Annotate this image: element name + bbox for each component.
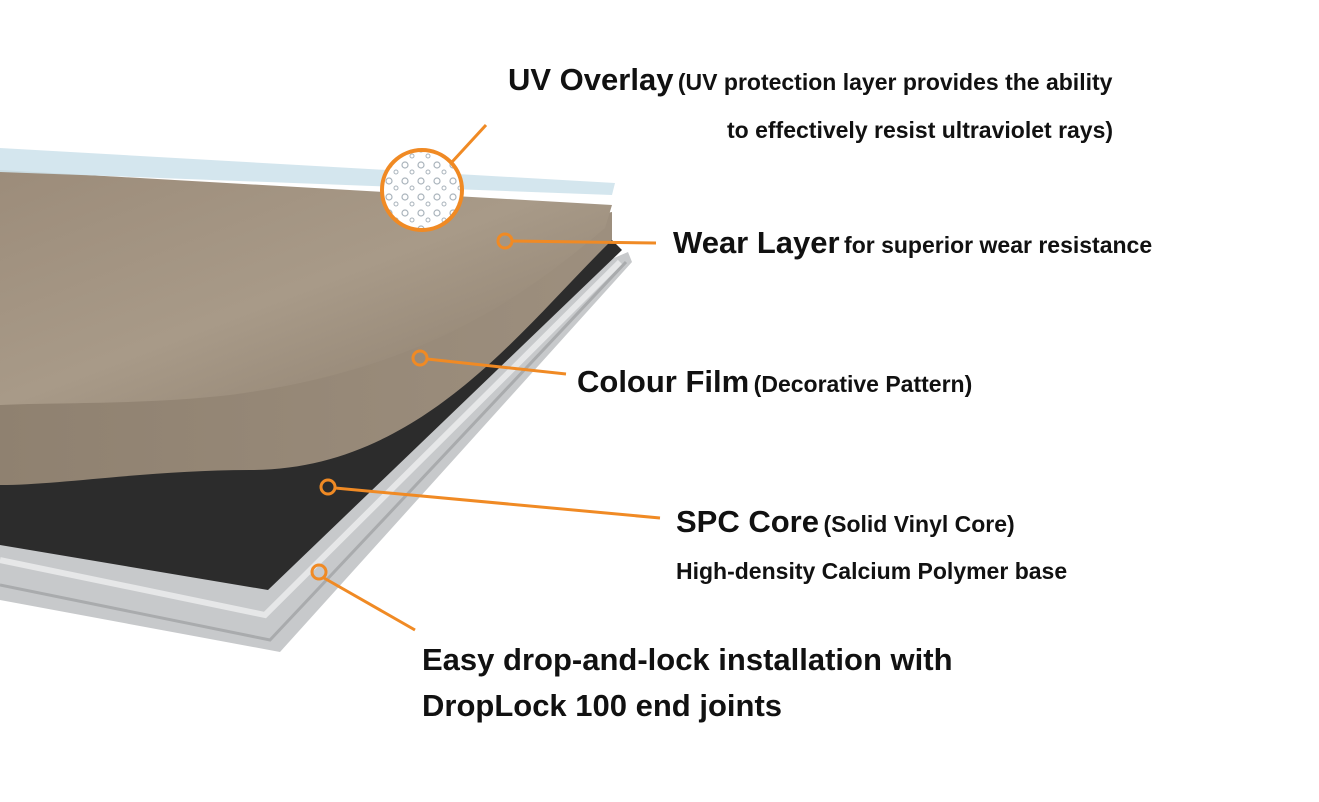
colour-film-desc: (Decorative Pattern) — [753, 371, 973, 397]
installation-line-1: Easy drop-and-lock installation with — [422, 642, 953, 677]
wear-layer — [0, 170, 612, 405]
leader-lines — [310, 123, 661, 632]
uv-magnifier-icon — [380, 148, 464, 232]
spc-core-desc: (Solid Vinyl Core) — [823, 511, 1015, 537]
colour-film-label: Colour Film (Decorative Pattern) — [577, 364, 972, 400]
spc-core-desc-2: High-density Calcium Polymer base — [676, 558, 1068, 584]
uv-overlay-label: UV Overlay (UV protection layer provides… — [508, 62, 1112, 98]
installation-line-2: DropLock 100 end joints — [422, 688, 783, 723]
spc-core-title: SPC Core — [676, 504, 819, 539]
wear-layer-label: Wear Layer for superior wear resistance — [673, 225, 1152, 261]
wear-layer-title: Wear Layer — [673, 225, 840, 260]
colour-film-title: Colour Film — [577, 364, 750, 399]
spc-core-label: SPC Core (Solid Vinyl Core) — [676, 504, 1015, 540]
uv-overlay-title: UV Overlay — [508, 62, 674, 97]
uv-overlay-desc-2: to effectively resist ultraviolet rays) — [727, 117, 1114, 143]
wear-layer-desc: for superior wear resistance — [844, 232, 1153, 258]
uv-overlay-desc: (UV protection layer provides the abilit… — [677, 69, 1113, 95]
